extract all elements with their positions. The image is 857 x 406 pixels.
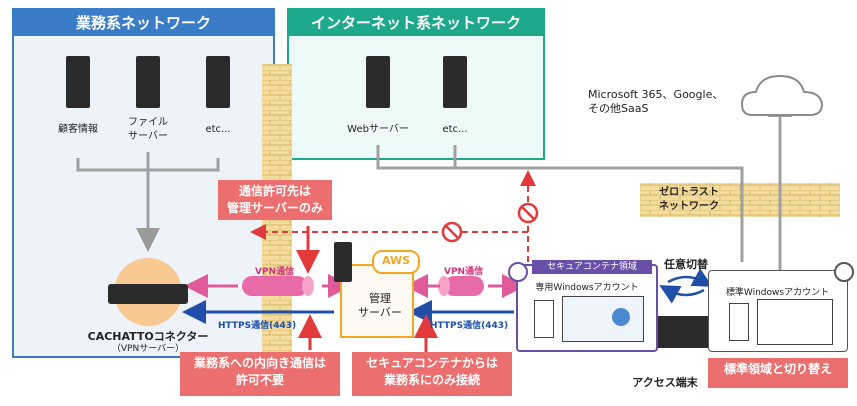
- management-server-label: 管理 サーバー: [358, 292, 402, 319]
- cloud-icon: [740, 74, 824, 116]
- server-label-file: ファイル サーバー: [128, 117, 168, 142]
- internet-network-zone: インターネット系ネットワーク: [287, 8, 545, 160]
- vpn-label-left: VPN通信: [255, 267, 295, 277]
- zero-trust-wall: [640, 183, 840, 217]
- user-icon-left: [508, 262, 528, 282]
- standard-window: [757, 299, 833, 345]
- zero-trust-label: ゼロトラスト ネットワーク: [659, 187, 719, 212]
- server-label-web: Webサーバー: [347, 124, 409, 135]
- connector-subtitle: （VPNサーバー）: [111, 344, 185, 354]
- callout-allowed-destination: 通信許可先は 管理サーバーのみ: [218, 180, 332, 220]
- server-label-customer: 顧客情報: [58, 124, 98, 135]
- container-window: [562, 296, 644, 342]
- server-icon: [366, 56, 390, 108]
- https-label-left: HTTPS通信(443): [218, 321, 297, 331]
- prohibition-icon-vertical: [517, 202, 539, 224]
- callout-inbound-not-required: 業務系への内向き通信は 許可不要: [180, 352, 340, 396]
- prohibition-icon-horizontal: [441, 221, 463, 243]
- business-network-title: 業務系ネットワーク: [14, 10, 273, 36]
- connector-name: CACHATTOコネクター: [87, 330, 209, 343]
- callout-container-only: セキュアコンテナからは 業務系にのみ接続: [352, 352, 512, 396]
- user-icon-right: [834, 262, 854, 282]
- secure-container-tag: セキュアコンテナ領域: [532, 260, 652, 274]
- access-terminal-label: アクセス端末: [632, 376, 698, 389]
- standard-account-panel: 標準Windowsアカウント: [708, 270, 848, 352]
- standard-account-label: 標準Windowsアカウント: [725, 288, 830, 298]
- switch-label: 任意切替: [664, 258, 708, 271]
- pie-chart-icon: [612, 308, 630, 326]
- standard-sidebar-icon: [729, 303, 749, 341]
- server-label-etc-internet: etc...: [442, 124, 468, 135]
- aws-badge-text: AWS: [381, 254, 411, 267]
- saas-label: Microsoft 365、Google、 その他SaaS: [588, 88, 724, 115]
- server-icon: [206, 56, 230, 108]
- container-sidebar-icon: [534, 300, 554, 338]
- container-account-label: 専用Windowsアカウント: [535, 283, 639, 293]
- secure-container-panel: 専用Windowsアカウント: [516, 264, 658, 352]
- server-icon: [136, 56, 160, 108]
- server-icon: [66, 56, 90, 108]
- internet-network-title: インターネット系ネットワーク: [289, 10, 543, 36]
- connector-device-icon: [108, 284, 188, 304]
- server-icon: [334, 242, 352, 282]
- aws-management-box: [340, 264, 414, 338]
- https-label-right: HTTPS通信(443): [430, 321, 509, 331]
- server-icon: [443, 56, 467, 108]
- server-label-etc-business: etc...: [205, 124, 231, 135]
- vpn-label-right: VPN通信: [444, 267, 484, 277]
- callout-standard-switch: 標準領域と切り替え: [708, 358, 848, 388]
- aws-cloud-badge: AWS: [372, 250, 420, 274]
